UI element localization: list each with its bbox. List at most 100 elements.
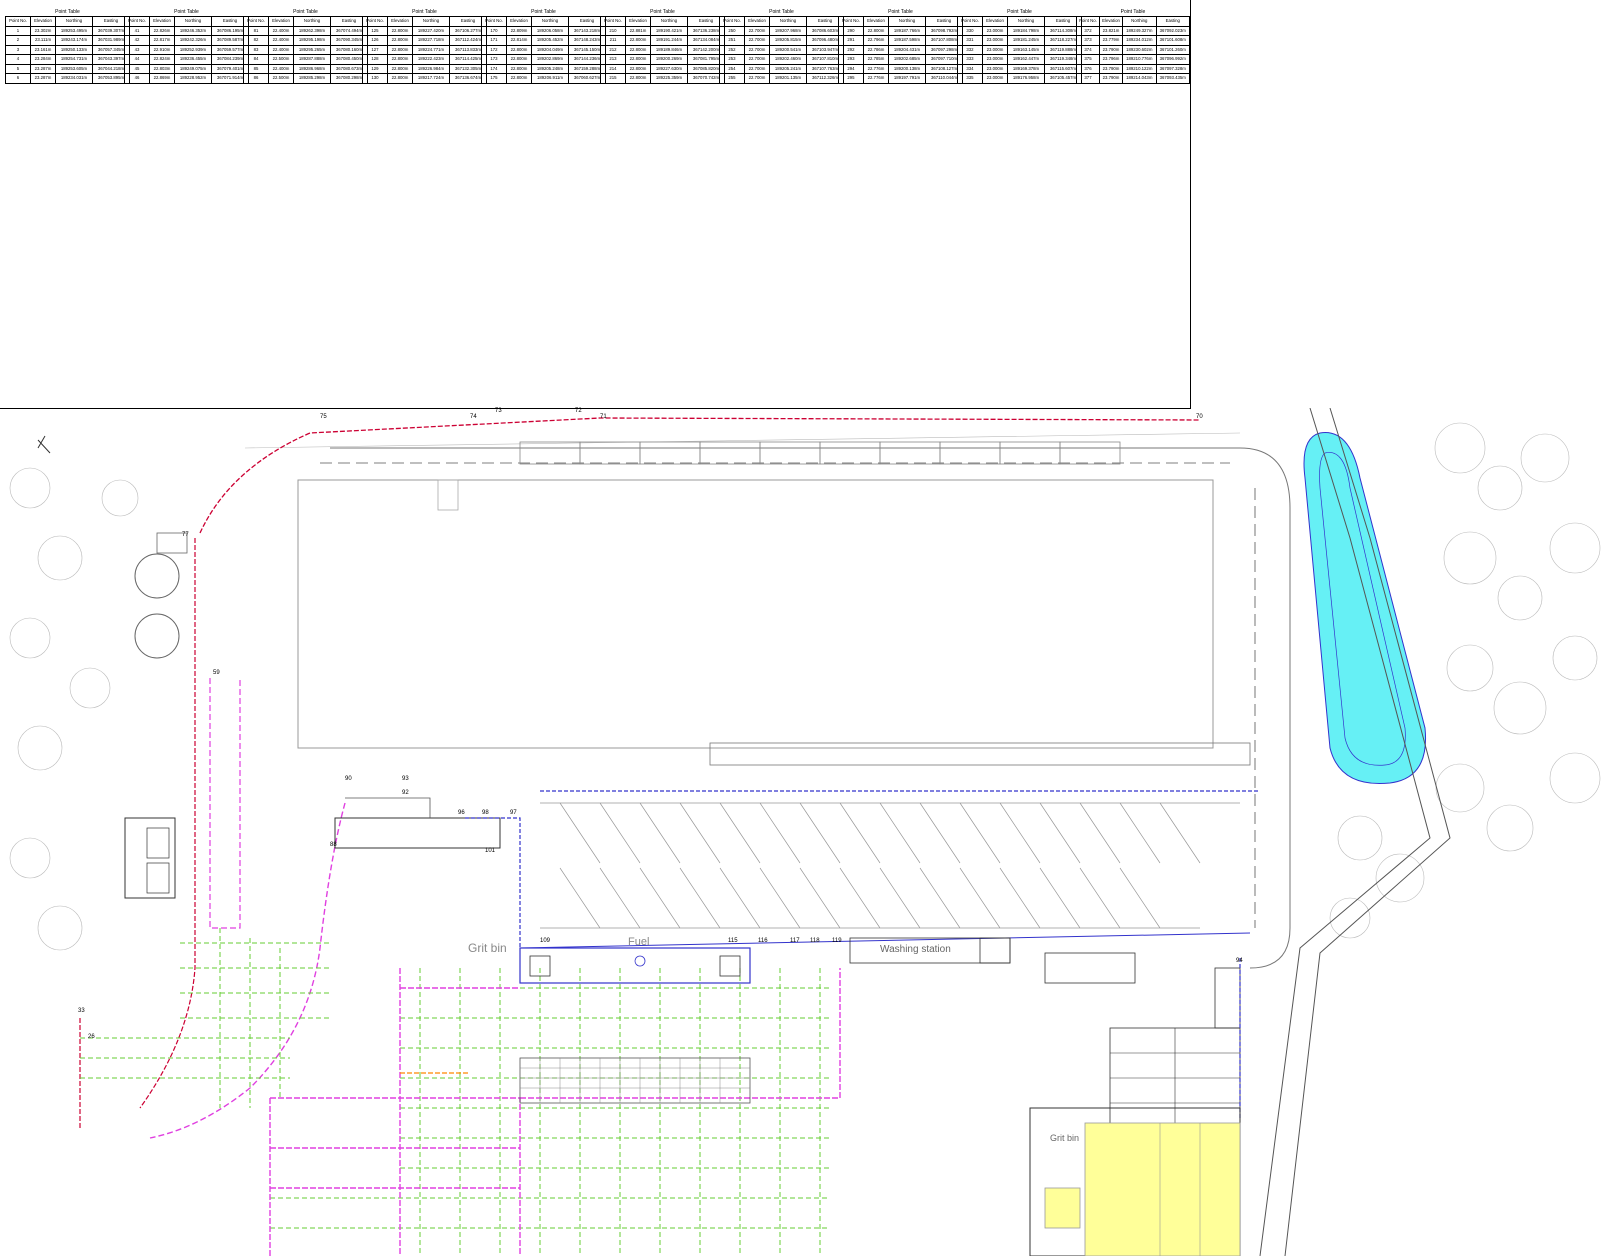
table-cell: 189236.455m [174,54,212,65]
table-cell: 215 [600,73,626,84]
parking-bays-top [519,441,1121,465]
table-cell: 189201.135m [769,73,807,84]
table-cell: 84 [243,54,269,65]
table-cell: 85 [243,63,269,74]
dark-building [334,817,501,849]
grit-bin-label: Grit bin [468,941,507,955]
table-cell: 189202.685m [888,54,926,65]
table-cell: 295 [838,73,864,84]
table-cell: 189287.888m [293,54,331,65]
table-cell: 189262.398m [293,25,331,36]
table-cell: 4 [5,54,31,65]
table-cell: 189206.911m [531,73,569,84]
table-cell: 189207.968m [769,25,807,36]
table-cell: 22.800m [506,54,532,65]
table-cell: 22.800m [625,35,651,46]
table-cell: 292 [838,44,864,55]
table-cell: 189210.122m [1122,63,1157,74]
table-cell: 23.161m [30,44,56,55]
table-cell: 23.796m [1099,54,1124,65]
table-cell: 173 [481,54,507,65]
col-header: Point No. [481,16,507,27]
table-cell: 174 [481,63,507,74]
col-header: Northing [412,16,450,27]
table-cell: 189217.724m [412,73,450,84]
table-cell: 22.800m [625,44,651,55]
table-cell: 23.287m [30,73,56,84]
table-cell: 376 [1075,63,1101,74]
grid-structure [519,1057,751,1104]
table-cell: 42 [124,35,150,46]
col-header: Elevation [1099,16,1124,27]
table-cell: 22.800m [863,25,889,36]
table-cell: 172 [481,44,507,55]
table-cell: 189214.043m [1122,73,1157,84]
table-cell: 189204.431m [888,44,926,55]
table-cell: 189242.326m [174,35,212,46]
bay-block [1044,952,1136,984]
table-cell: 22.809m [506,25,532,36]
table-cell: 189250.133m [55,44,93,55]
tank [134,613,180,659]
table-cell: 23.302m [30,25,56,36]
point-tag: 109 [540,938,551,944]
col-header: Point No. [1075,16,1101,27]
col-header: Elevation [863,16,889,27]
table-cell: 22.796m [863,35,889,46]
col-header: Point No. [838,16,864,27]
table-cell: 22.800m [625,73,651,84]
col-header: Elevation [982,16,1008,27]
table-cell: 189206.058m [531,25,569,36]
col-header: Elevation [149,16,175,27]
table-cell: 22.826m [149,25,175,36]
point-tag: 73 [495,408,502,414]
trees-left [9,467,139,951]
table-cell: 189202.460m [769,54,807,65]
table-cell: 189230.602m [1122,44,1157,55]
table-cell: 23.287m [30,63,56,74]
table-cell: 127 [362,44,388,55]
table-cell: 22.776m [863,63,889,74]
col-header: Point No. [957,16,983,27]
table-cell: 250 [719,25,745,36]
table-cell: 44 [124,54,150,65]
table-cell: 189200.541m [769,44,807,55]
table-cell: 22.700m [744,73,770,84]
table-cell: 189176.958m [1007,73,1045,84]
table-cell: 333 [957,54,983,65]
table-cell: 189202.869m [531,54,569,65]
table-cell: 22.910m [149,44,175,55]
table-cell: 189205.815m [769,35,807,46]
table-cell: 23.000m [982,25,1008,36]
table-cell: 335 [957,73,983,84]
col-header: Northing [1007,16,1045,27]
point-tag: 98 [482,810,489,816]
table-cell: 189252.939m [174,44,212,55]
table-cell: 45 [124,63,150,74]
table-cell: 22.786m [863,44,889,55]
table-cell: 213 [600,54,626,65]
table-cell: 367101.608m [1155,35,1190,46]
table-cell: 189246.352m [174,25,212,36]
